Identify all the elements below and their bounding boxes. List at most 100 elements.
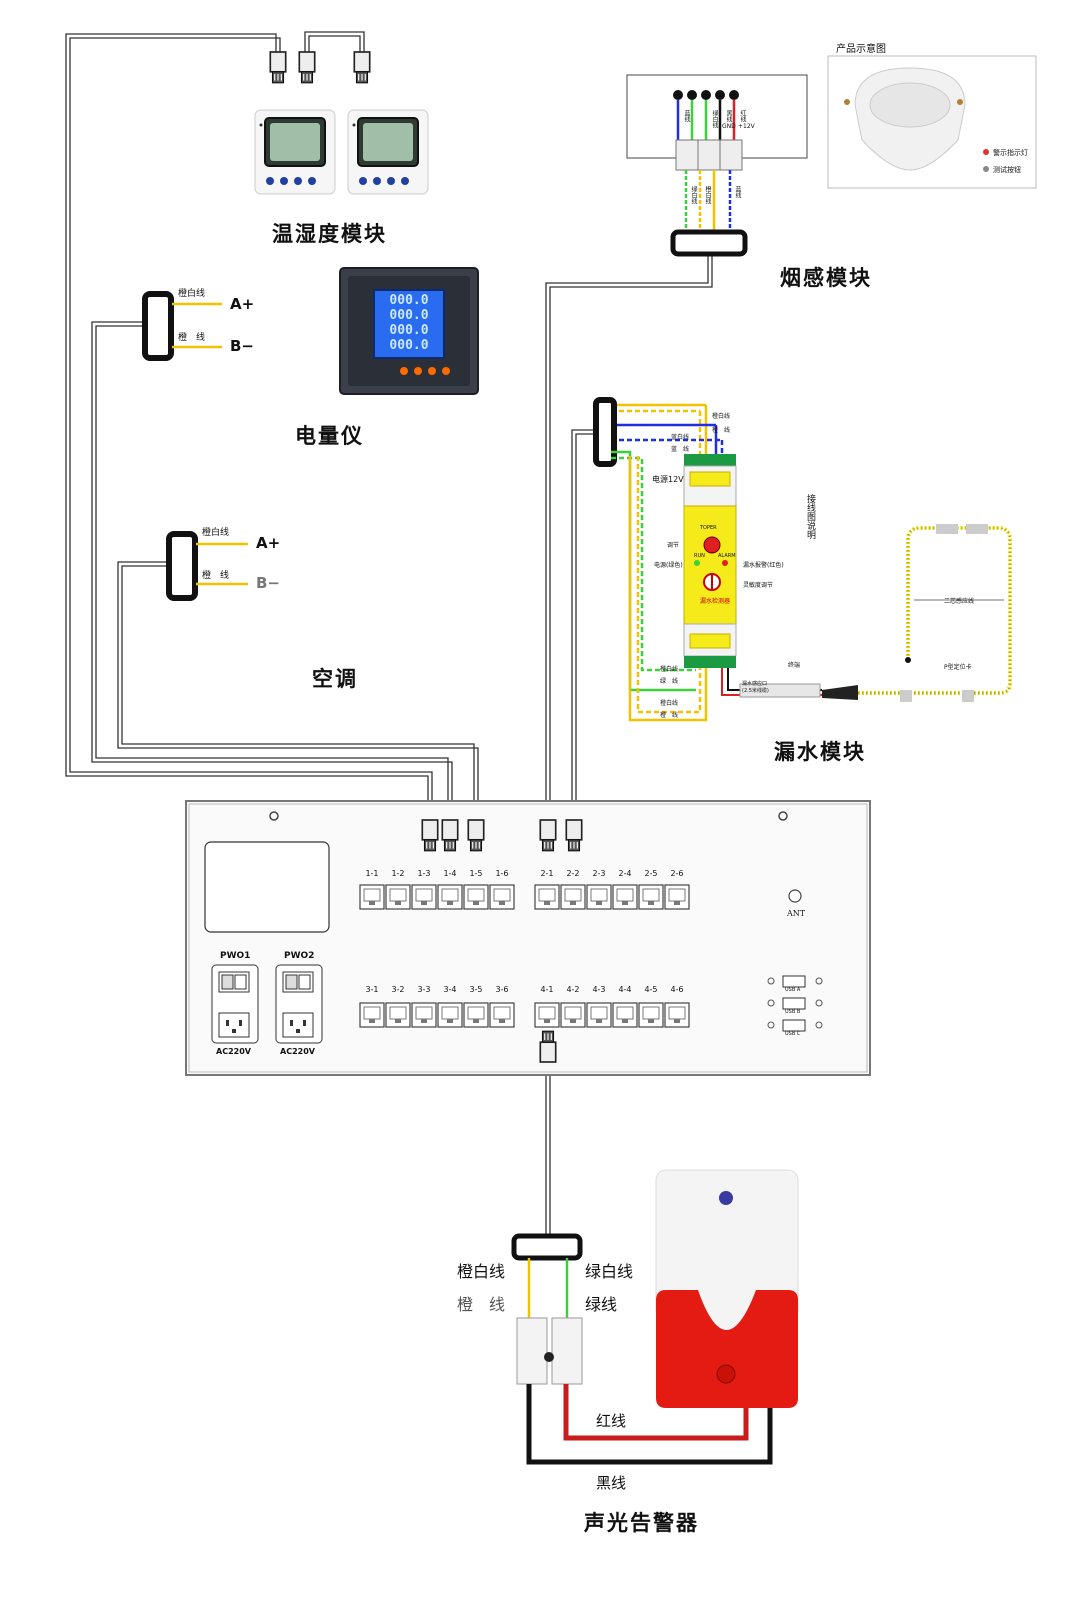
port-label: 4-6	[670, 985, 684, 994]
ac1-label: AC220V	[216, 1047, 251, 1056]
meter-a-plus: A+	[230, 295, 255, 313]
product-illustration-title: 产品示意图	[836, 44, 886, 55]
cable-alarm	[545, 1062, 551, 1236]
smoke-label-red: 红线	[739, 110, 746, 122]
meter-lcd-row: 000.0	[389, 293, 429, 308]
rj45-port	[534, 884, 560, 910]
meter-wire1-label: 橙白线	[178, 289, 206, 299]
usb-b-label: USB B	[785, 1009, 801, 1015]
cable-temp-humidity	[65, 31, 433, 820]
water-alarm-label: ALARM	[718, 553, 736, 559]
water-side-note: 接线图说明	[805, 494, 815, 539]
smoke-title: 烟感模块	[780, 265, 872, 290]
smoke-bottom-label: 绿白线	[690, 186, 697, 204]
port-label: 1-3	[417, 869, 431, 878]
cable-water	[571, 429, 597, 820]
rj45-port	[664, 1002, 690, 1028]
port-label: 3-6	[495, 985, 509, 994]
port-label: 1-6	[495, 869, 509, 878]
rj45-port	[489, 884, 515, 910]
smoke-wiring-panel	[626, 74, 808, 257]
usb-ports	[767, 975, 823, 1032]
port-label: 1-5	[469, 869, 483, 878]
alarm-orange-white-label: 橙白线	[457, 1262, 506, 1281]
ant-label: ANT	[787, 909, 806, 918]
rj45-port	[411, 884, 437, 910]
rj45-plug-4-1	[539, 1030, 557, 1063]
rj45-plug-2-2	[565, 819, 583, 852]
rj45-port	[359, 884, 385, 910]
smoke-label-black: 黑线	[725, 110, 732, 122]
rj45-port	[664, 884, 690, 910]
port-label: 2-3	[592, 869, 606, 878]
smoke-gnd-label: GND	[722, 123, 736, 130]
water-probe-sub: (2.5米线缆)	[742, 688, 769, 694]
rj45-port	[385, 884, 411, 910]
port-label: 2-2	[566, 869, 580, 878]
meter-lcd: 000.0 000.0 000.0 000.0	[378, 293, 440, 353]
water-right-label: 灵敏度调节	[743, 582, 774, 589]
meter-title: 电量仪	[295, 423, 364, 448]
temp-humidity-device-2	[347, 109, 429, 195]
water-right-label: 漏水报警(红色)	[743, 562, 784, 569]
usb-c-label: USB C	[785, 1031, 801, 1037]
rj45-plug-top-2	[298, 51, 316, 84]
water-probe-label: 漏水感应口	[742, 681, 768, 687]
meter-lcd-row: 000.0	[389, 308, 429, 323]
water-run-label: RUN	[694, 553, 705, 559]
water-top-wire: 橙 线	[712, 427, 731, 434]
cable-smoke	[545, 252, 713, 820]
smoke-label-blue: 蓝线	[683, 110, 690, 122]
port-label: 4-4	[618, 985, 632, 994]
cable-aircon	[117, 561, 479, 820]
rj45-port	[560, 884, 586, 910]
meter-b-minus: B−	[230, 337, 255, 355]
smoke-legend-test: 测试按钮	[993, 166, 1021, 174]
rj45-port	[385, 1002, 411, 1028]
cable-meter	[91, 321, 453, 820]
rj45-plug-top-3	[353, 51, 371, 84]
rj45-port	[437, 884, 463, 910]
port-label: 2-6	[670, 869, 684, 878]
port-label: 4-2	[566, 985, 580, 994]
power-meter-device	[339, 267, 479, 395]
water-top-wire: 蓝白线	[671, 434, 690, 441]
port-label: 2-1	[540, 869, 554, 878]
water-rope-label: 二芯感应线	[944, 598, 975, 605]
siren-device	[655, 1169, 799, 1408]
rj45-port	[586, 884, 612, 910]
rj45-port	[612, 1002, 638, 1028]
meter-rs485-wires	[172, 302, 222, 349]
water-bottom-wire: 绿 线	[660, 678, 679, 685]
rj45-port	[560, 1002, 586, 1028]
rj45-plug-top-1	[269, 51, 287, 84]
pwr1-label: PWO1	[220, 951, 251, 961]
meter-lcd-row: 000.0	[389, 338, 429, 353]
water-bottom-wire: 橙 线	[660, 712, 679, 719]
usb-a-label: USB A	[785, 987, 801, 993]
meter-wire2-label: 橙 线	[178, 333, 206, 343]
smoke-bottom-label: 橙白线	[704, 186, 711, 204]
port-label: 1-4	[443, 869, 457, 878]
alarm-wiring	[511, 1233, 773, 1465]
rj45-plug-1-5	[441, 819, 459, 852]
water-end-label: P型定位卡	[944, 664, 972, 671]
rj45-port	[489, 1002, 515, 1028]
water-left-label: 调节	[667, 542, 680, 549]
power-inlet-2	[275, 964, 323, 1044]
rj45-plug-2-1	[539, 819, 557, 852]
port-label: 4-3	[592, 985, 606, 994]
port-label: 3-1	[365, 985, 379, 994]
port-label: 2-4	[618, 869, 632, 878]
alarm-green-white-label: 绿白线	[585, 1262, 634, 1281]
rj45-plug-1-4	[421, 819, 439, 852]
power-inlet-1	[211, 964, 259, 1044]
rj45-port	[612, 884, 638, 910]
smoke-bottom-label: 蓝线	[734, 186, 741, 198]
temp-humidity-device-1	[254, 109, 336, 195]
smoke-detector-illustration	[827, 55, 1037, 189]
rj45-plug-1-6	[467, 819, 485, 852]
water-power-label: 电源12V	[652, 475, 684, 484]
water-leak-wiring	[593, 397, 724, 722]
